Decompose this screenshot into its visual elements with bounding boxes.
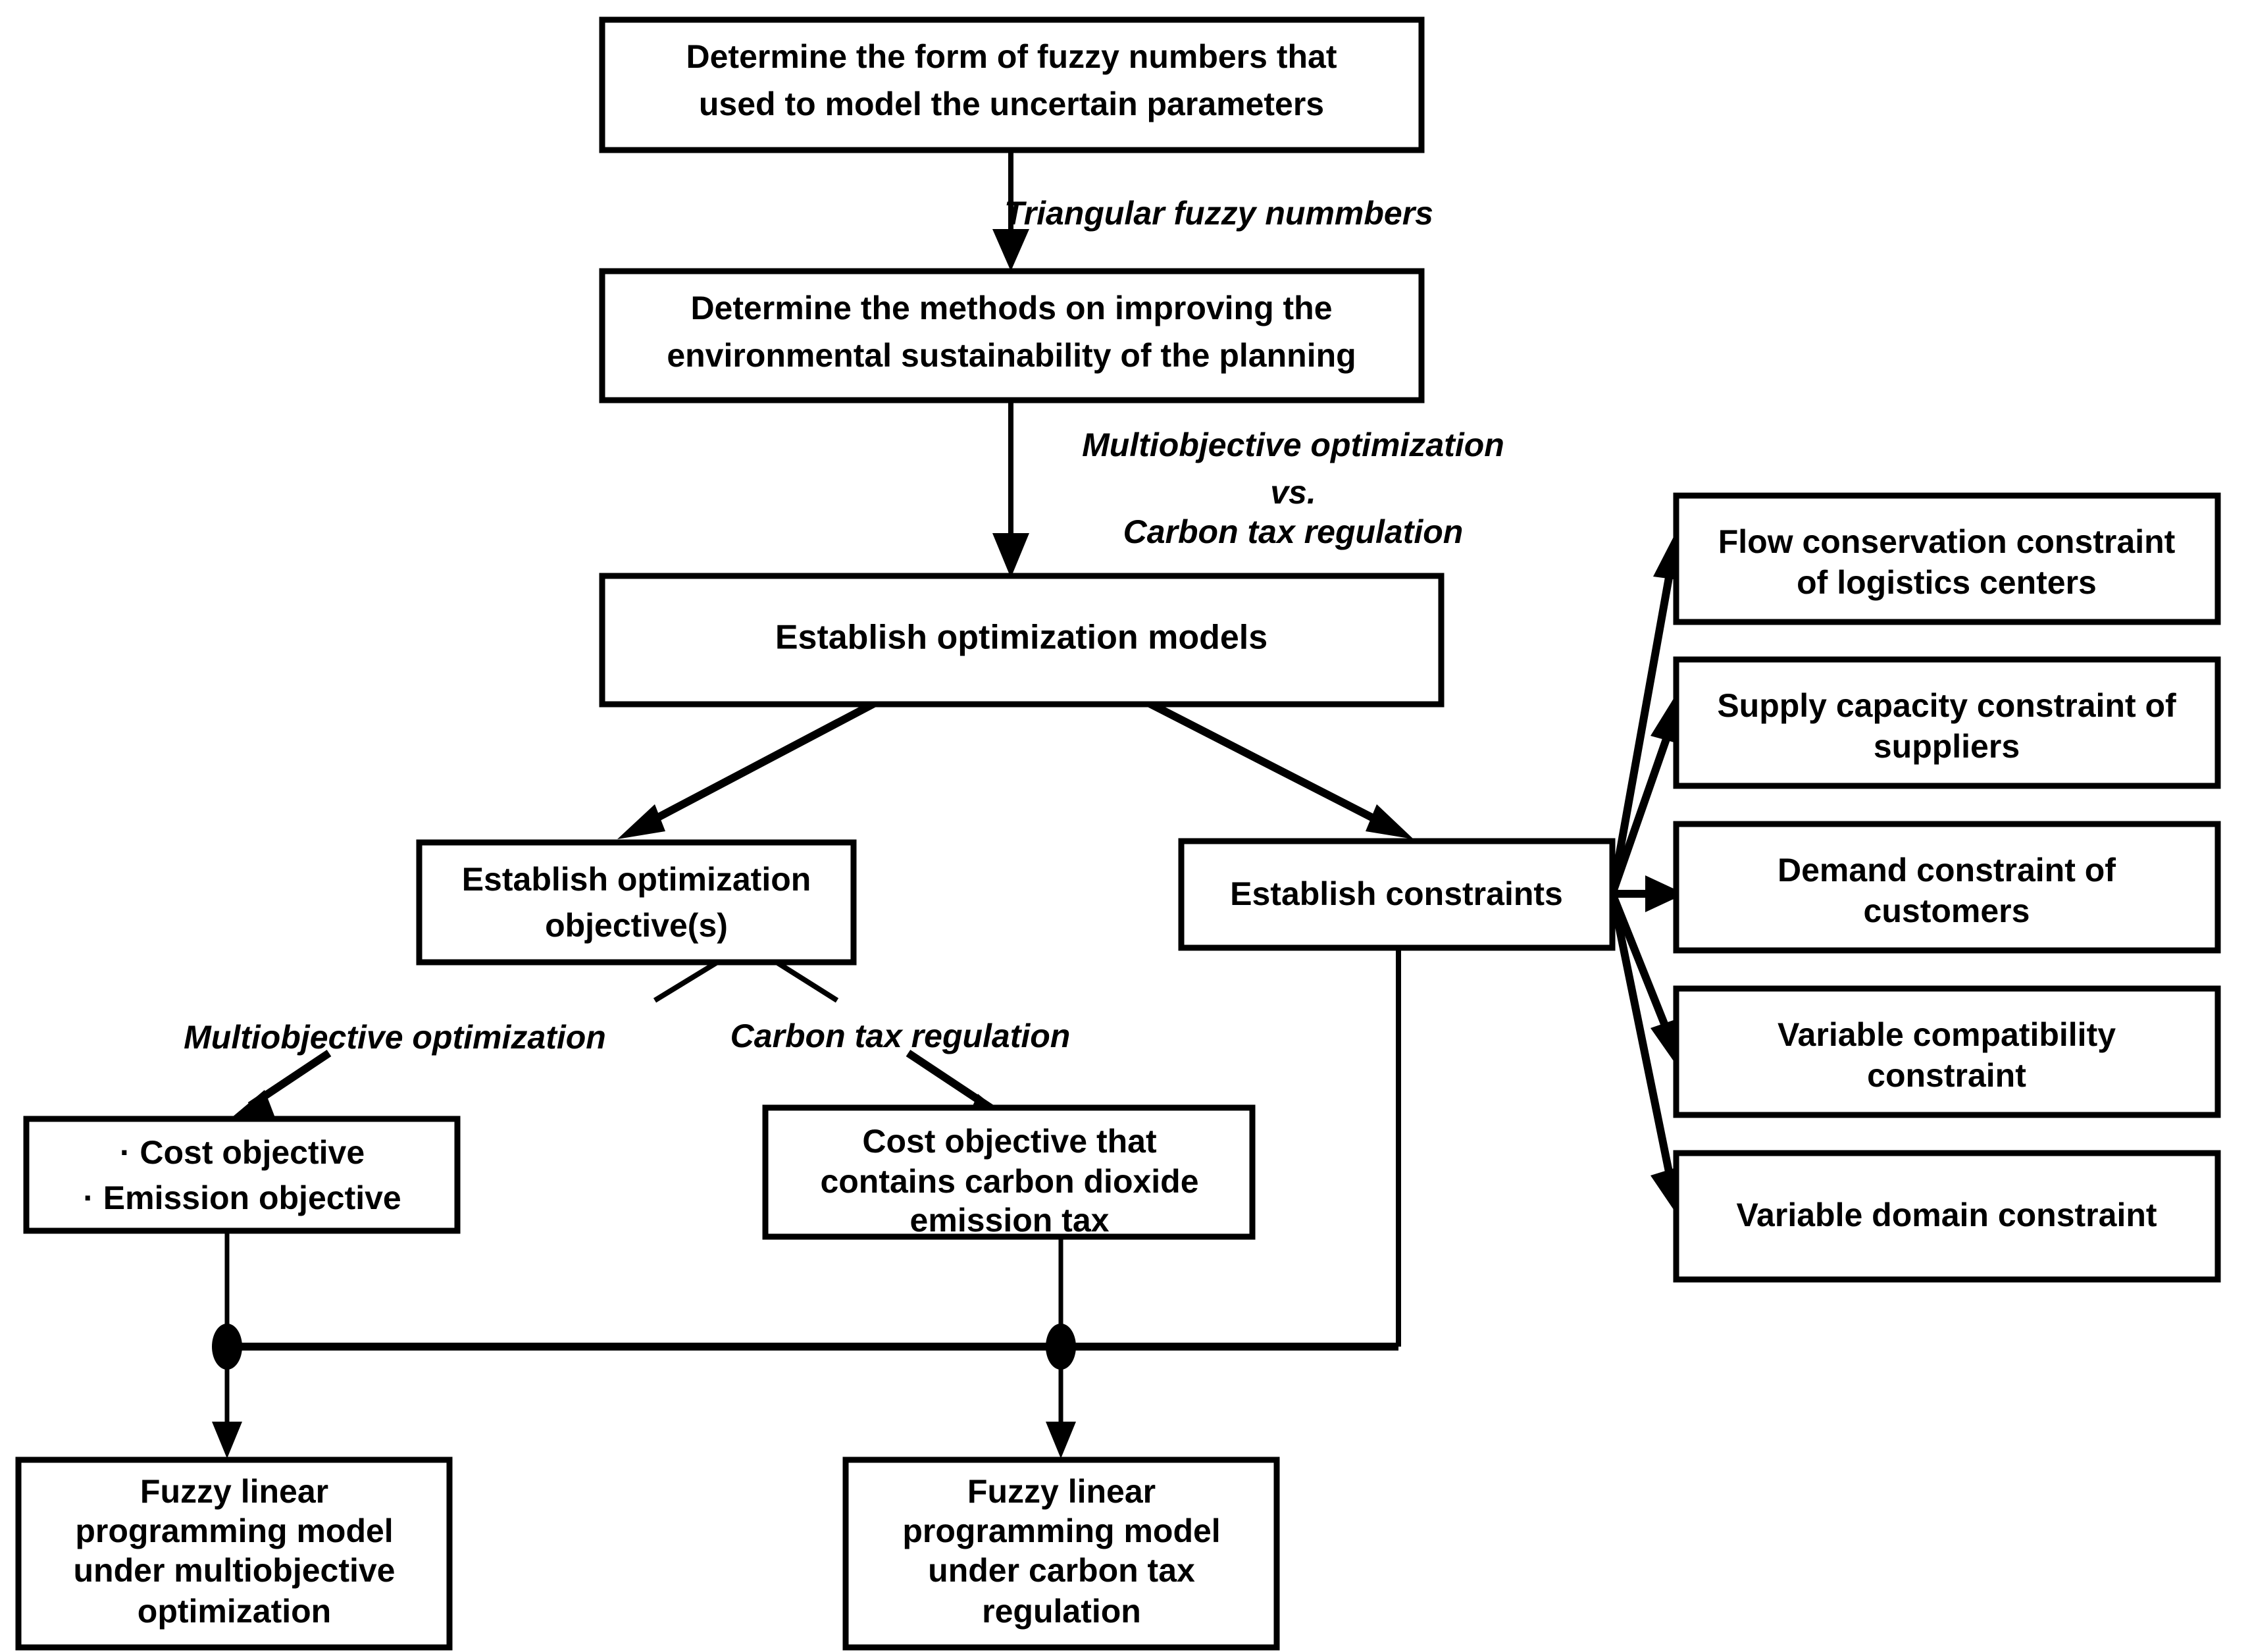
node-determine-methods-line-1: Determine the methods on improving the: [690, 290, 1332, 326]
edge-models-to-objectives: [617, 699, 877, 839]
edge-label-method-choice: Multiobjective optimization vs. Carbon t…: [1082, 426, 1504, 550]
node-establish-constraints: Establish constraints: [1178, 838, 1616, 951]
node-model-multiobjective-line-1: Fuzzy linear: [140, 1473, 328, 1510]
edge-label-carbontax-branch: Carbon tax regulation: [730, 1018, 1071, 1054]
node-constraint-flow: Flow conservation constraint of logistic…: [1673, 492, 2221, 625]
node-constraint-supply: Supply capacity constraint of suppliers: [1673, 656, 2221, 789]
node-model-multiobjective: Fuzzy linear programming model under mul…: [15, 1457, 453, 1651]
node-constraint-flow-line-1: Flow conservation constraint: [1718, 523, 2176, 560]
edge-fuzzy-form-to-methods: [992, 150, 1029, 271]
node-determine-fuzzy-form: Determine the form of fuzzy numbers that…: [599, 16, 1425, 153]
node-model-multiobjective-line-4: optimization: [138, 1593, 331, 1630]
node-determine-methods-line-2: environmental sustainability of the plan…: [667, 337, 1356, 374]
edge-label-multiobjective-branch: Multiobjective optimization: [184, 1019, 606, 1056]
node-multiobjective-objectives: · Cost objective · Emission objective: [23, 1116, 461, 1234]
edge-label-method-choice-line-2: vs.: [1270, 474, 1316, 511]
node-establish-objectives: Establish optimization objective(s): [416, 839, 857, 966]
node-constraint-flow-line-2: of logistics centers: [1797, 564, 2097, 601]
node-model-carbon-tax-line-4: regulation: [982, 1593, 1141, 1630]
node-establish-objectives-line-2: objective(s): [545, 907, 728, 944]
edge-multiobjective-label-to-objectives-box: [224, 1050, 332, 1124]
node-multiobjective-objectives-line-2: · Emission objective: [83, 1179, 401, 1216]
edge-methods-to-models: [992, 398, 1029, 578]
node-constraint-compatibility: Variable compatibility constraint: [1673, 985, 2221, 1118]
node-carbon-tax-objective-line-1: Cost objective that: [862, 1123, 1157, 1160]
node-model-multiobjective-line-2: programming model: [75, 1512, 393, 1549]
node-model-carbon-tax: Fuzzy linear programming model under car…: [842, 1457, 1280, 1651]
edge-label-carbontax-branch-text: Carbon tax regulation: [730, 1018, 1071, 1054]
edge-label-triangular-fuzzy-text: Triangular fuzzy nummbers: [1004, 195, 1433, 232]
node-multiobjective-objectives-line-1: · Cost objective: [120, 1134, 365, 1171]
node-determine-fuzzy-form-line-1: Determine the form of fuzzy numbers that: [686, 38, 1337, 75]
node-establish-models-label: Establish optimization models: [775, 619, 1267, 657]
node-constraint-supply-line-1: Supply capacity constraint of: [1717, 687, 2176, 724]
edge-label-method-choice-line-3: Carbon tax regulation: [1123, 513, 1464, 550]
node-carbon-tax-objective-line-3: emission tax: [910, 1202, 1110, 1239]
node-constraint-domain-label: Variable domain constraint: [1736, 1197, 2157, 1233]
node-model-carbon-tax-line-2: programming model: [902, 1512, 1220, 1549]
node-constraint-demand: Demand constraint of customers: [1673, 821, 2221, 954]
node-carbon-tax-objective-line-2: contains carbon dioxide: [820, 1163, 1198, 1200]
edge-objectives-to-carbontax-label: [775, 960, 839, 1003]
edge-label-method-choice-line-1: Multiobjective optimization: [1082, 426, 1504, 463]
node-carbon-tax-objective: Cost objective that contains carbon diox…: [762, 1104, 1256, 1240]
edge-constraints-to-bus: [227, 948, 1401, 1351]
edge-label-multiobjective-branch-text: Multiobjective optimization: [184, 1019, 606, 1056]
node-constraint-compatibility-line-1: Variable compatibility: [1778, 1016, 2116, 1053]
edge-models-to-constraints: [1146, 699, 1414, 839]
node-constraint-supply-line-2: suppliers: [1874, 728, 2020, 765]
node-model-carbon-tax-line-3: under carbon tax: [928, 1552, 1195, 1589]
edge-multiobjective-objectives-to-model: [212, 1229, 242, 1458]
node-model-multiobjective-line-3: under multiobjective: [74, 1552, 396, 1589]
edge-objectives-to-multiobjective-label: [653, 960, 719, 1003]
node-establish-models: Establish optimization models: [599, 573, 1445, 708]
node-determine-methods: Determine the methods on improving the e…: [599, 268, 1425, 403]
node-constraint-compatibility-line-2: constraint: [1867, 1057, 2026, 1094]
node-constraint-demand-line-2: customers: [1864, 892, 2030, 929]
edge-carbontax-objective-to-model: [1046, 1236, 1076, 1458]
node-constraint-demand-line-1: Demand constraint of: [1778, 852, 2116, 889]
node-determine-fuzzy-form-line-2: used to model the uncertain parameters: [699, 86, 1324, 122]
node-constraint-domain: Variable domain constraint: [1673, 1150, 2221, 1283]
node-establish-objectives-line-1: Establish optimization: [462, 861, 811, 898]
node-establish-constraints-label: Establish constraints: [1230, 875, 1563, 912]
edge-label-triangular-fuzzy: Triangular fuzzy nummbers: [1004, 195, 1433, 232]
node-model-carbon-tax-line-1: Fuzzy linear: [967, 1473, 1156, 1510]
